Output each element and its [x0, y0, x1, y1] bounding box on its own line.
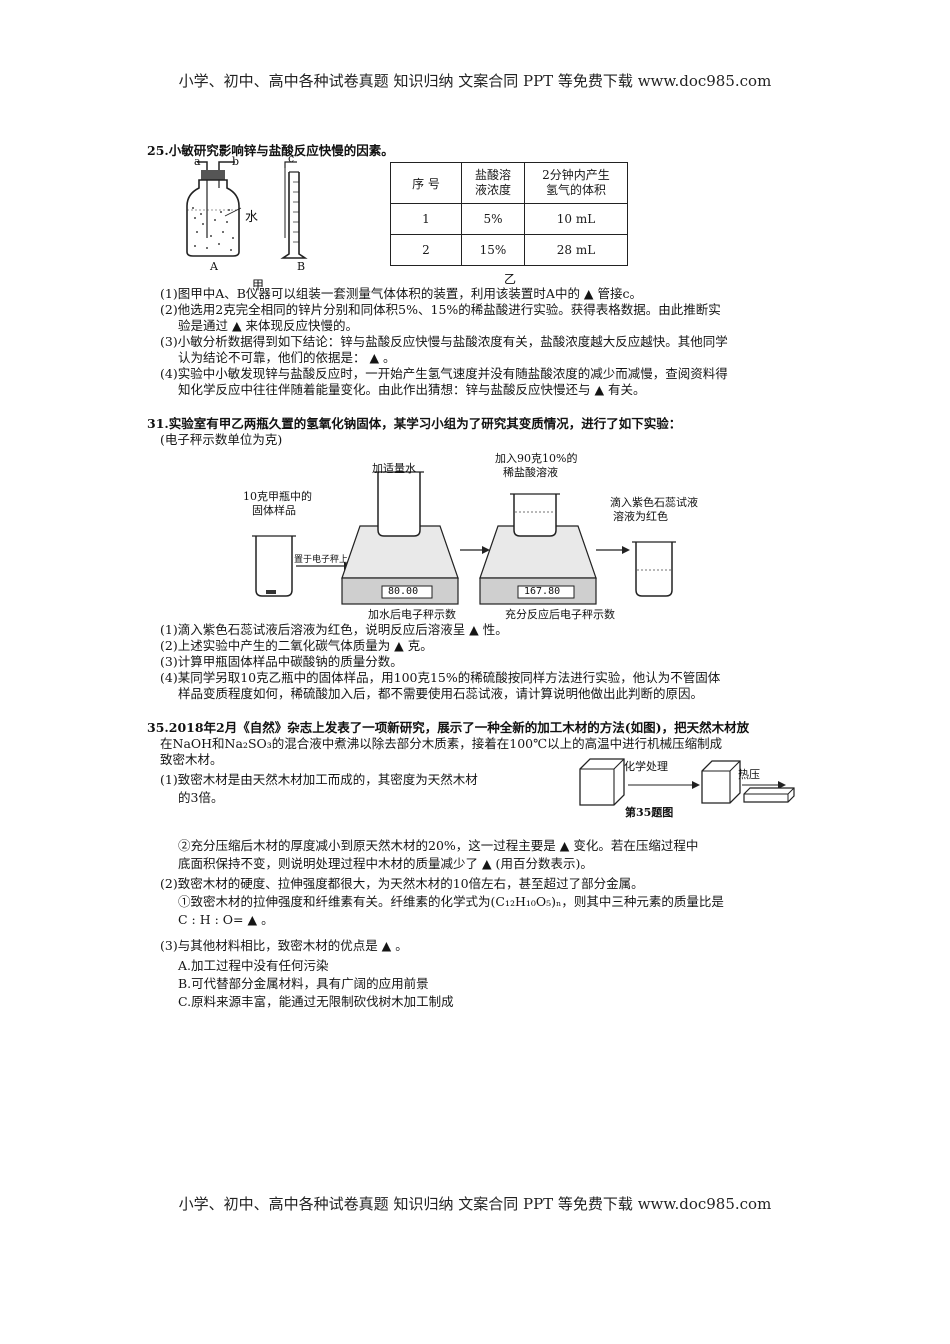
q35-line-11: (3)与其他材料相比，致密木材的优点是 ▲ 。: [160, 938, 408, 953]
q31-experiment-figure: [252, 471, 676, 605]
q31-line-2: (2)上述实验中产生的二氧化碳气体质量为 ▲ 克。: [160, 638, 433, 653]
q31-caption-1: 加水后电子秤示数: [368, 608, 456, 621]
q25-label-water: 水: [245, 210, 259, 225]
q31-scale-reading-2: 167.80: [524, 586, 561, 597]
q35-line-5: 的3倍。: [178, 790, 224, 805]
q25-line-4: (3)小敏分析数据得到如下结论：锌与盐酸反应快慢与盐酸浓度有关，盐酸浓度越大反应…: [160, 334, 728, 349]
page-header: 小学、初中、高中各种试卷真题 知识归纳 文案合同 PPT 等免费下载 www.d…: [178, 72, 772, 90]
q35-option-a: A.加工过程中没有任何污染: [178, 958, 329, 973]
q31-line-1: (1)滴入紫色石蕊试液后溶液为红色，说明反应后溶液呈 ▲ 性。: [160, 622, 508, 637]
q35-line-2: 在NaOH和Na₂SO₃的混合液中煮沸以除去部分木质素，接着在100℃以上的高温…: [160, 736, 723, 751]
table-row: 2 15% 28 mL: [390, 234, 628, 266]
q25-line-1: (1)图甲中A、B仪器可以组装一套测量气体体积的装置，利用该装置时A中的 ▲ 管…: [160, 286, 643, 301]
q31-title: 31.实验室有甲乙两瓶久置的氢氧化钠固体，某学习小组为了研究其变质情况，进行了如…: [147, 416, 682, 431]
q31-label-add-acid-2: 稀盐酸溶液: [503, 466, 558, 479]
q31-line-5: 样品变质程度如何，稀硫酸加入后，都不需要使用石蕊试液，请计算说明他做出此判断的原…: [178, 686, 704, 701]
q25-apparatus-figure: [186, 161, 308, 259]
q35-wood-process-figure: [579, 758, 786, 806]
q35-line-9: ①致密木材的拉伸强度和纤维素有关。纤维素的化学式为(C₁₂H₁₀O₅)ₙ，则其中…: [178, 894, 724, 909]
q25-line-6: (4)实验中小敏发现锌与盐酸反应时，一开始产生氢气速度并没有随盐酸浓度的减少而减…: [160, 366, 728, 381]
q31-label-sample-2: 固体样品: [252, 504, 296, 517]
q25-label-a: a: [194, 155, 201, 168]
q31-caption-2: 充分反应后电子秤示数: [505, 608, 615, 621]
q35-option-c: C.原料来源丰富，能通过无限制砍伐树木加工制成: [178, 994, 454, 1009]
q31-label-sample: 10克甲瓶中的: [243, 490, 312, 503]
q25-line-3: 验是通过 ▲ 来体现反应快慢的。: [178, 318, 359, 333]
q35-figure-caption: 第35题图: [625, 806, 674, 819]
q31-label-litmus-2: 溶液为红色: [613, 510, 668, 523]
q25-line-5: 认为结论不可靠，他们的依据是： ▲ 。: [178, 350, 396, 365]
table-header-cell: 2分钟内产生 氢气的体积: [524, 162, 628, 204]
q31-line-3: (3)计算甲瓶固体样品中碳酸钠的质量分数。: [160, 654, 403, 669]
q35-line-8: (2)致密木材的硬度、拉伸强度都很大，为天然木材的10倍左右，甚至超过了部分金属…: [160, 876, 644, 891]
q31-line-4: (4)某同学另取10克乙瓶中的固体样品，用100克15%的稀硫酸按同样方法进行实…: [160, 670, 721, 685]
q25-label-b: b: [232, 155, 240, 168]
table-cell: 5%: [461, 203, 525, 235]
q31-scale-reading-1: 80.00: [388, 586, 419, 597]
q31-label-add-water: 加适量水: [372, 462, 416, 475]
q31-label-place: 置于电子秤上: [294, 555, 349, 565]
q35-line-4: (1)致密木材是由天然木材加工而成的，其密度为天然木材: [160, 772, 478, 787]
q25-title: 25.小敏研究影响锌与盐酸反应快慢的因素。: [147, 143, 394, 158]
page-footer: 小学、初中、高中各种试卷真题 知识归纳 文案合同 PPT 等免费下载 www.d…: [178, 1195, 772, 1213]
q35-pressed-wood-figure: [743, 787, 795, 803]
q35-line-1: 35.2018年2月《自然》杂志上发表了一项新研究，展示了一种全新的加工木材的方…: [147, 720, 750, 735]
q31-label-add-acid: 加入90克10%的: [495, 452, 578, 465]
q35-line-7: 底面积保持不变，则说明处理过程中木材的质量减少了 ▲ (用百分数表示)。: [178, 856, 593, 871]
table-cell: 15%: [461, 234, 525, 266]
q35-line-3: 致密木材。: [160, 752, 223, 767]
q25-label-jia: 甲: [252, 278, 265, 292]
table-header-cell: 盐酸溶 液浓度: [461, 162, 525, 204]
q25-label-c: c: [288, 152, 295, 165]
q31-label-litmus: 滴入紫色石蕊试液: [610, 496, 698, 509]
table-header-row: 序 号 盐酸溶 液浓度 2分钟内产生 氢气的体积: [390, 162, 628, 204]
table-cell: 2: [390, 234, 462, 266]
q35-label-press: 热压: [738, 768, 760, 781]
q25-label-yi: 乙: [504, 272, 517, 286]
q35-line-10: C : H : O= ▲ 。: [178, 912, 274, 927]
q25-line-7: 知化学反应中往往伴随着能量变化。由此作出猜想：锌与盐酸反应快慢还与 ▲ 有关。: [178, 382, 646, 397]
q25-label-A: A: [210, 260, 218, 273]
table-cell: 10 mL: [524, 203, 628, 235]
q25-data-table: 序 号 盐酸溶 液浓度 2分钟内产生 氢气的体积 1 5% 10 mL 2 15…: [390, 162, 628, 266]
table-cell: 28 mL: [524, 234, 628, 266]
q35-label-chem: 化学处理: [624, 760, 668, 773]
table-header-cell: 序 号: [390, 162, 462, 204]
q35-line-6: ②充分压缩后木材的厚度减小到原天然木材的20%，这一过程主要是 ▲ 变化。若在压…: [178, 838, 699, 853]
q25-line-2: (2)他选用2克完全相同的锌片分别和同体积5%、15%的稀盐酸进行实验。获得表格…: [160, 302, 721, 317]
table-cell: 1: [390, 203, 462, 235]
q35-option-b: B.可代替部分金属材料，具有广阔的应用前景: [178, 976, 429, 991]
q31-subtitle: (电子秤示数单位为克): [160, 432, 283, 447]
table-row: 1 5% 10 mL: [390, 203, 628, 235]
q25-label-B: B: [297, 260, 306, 273]
